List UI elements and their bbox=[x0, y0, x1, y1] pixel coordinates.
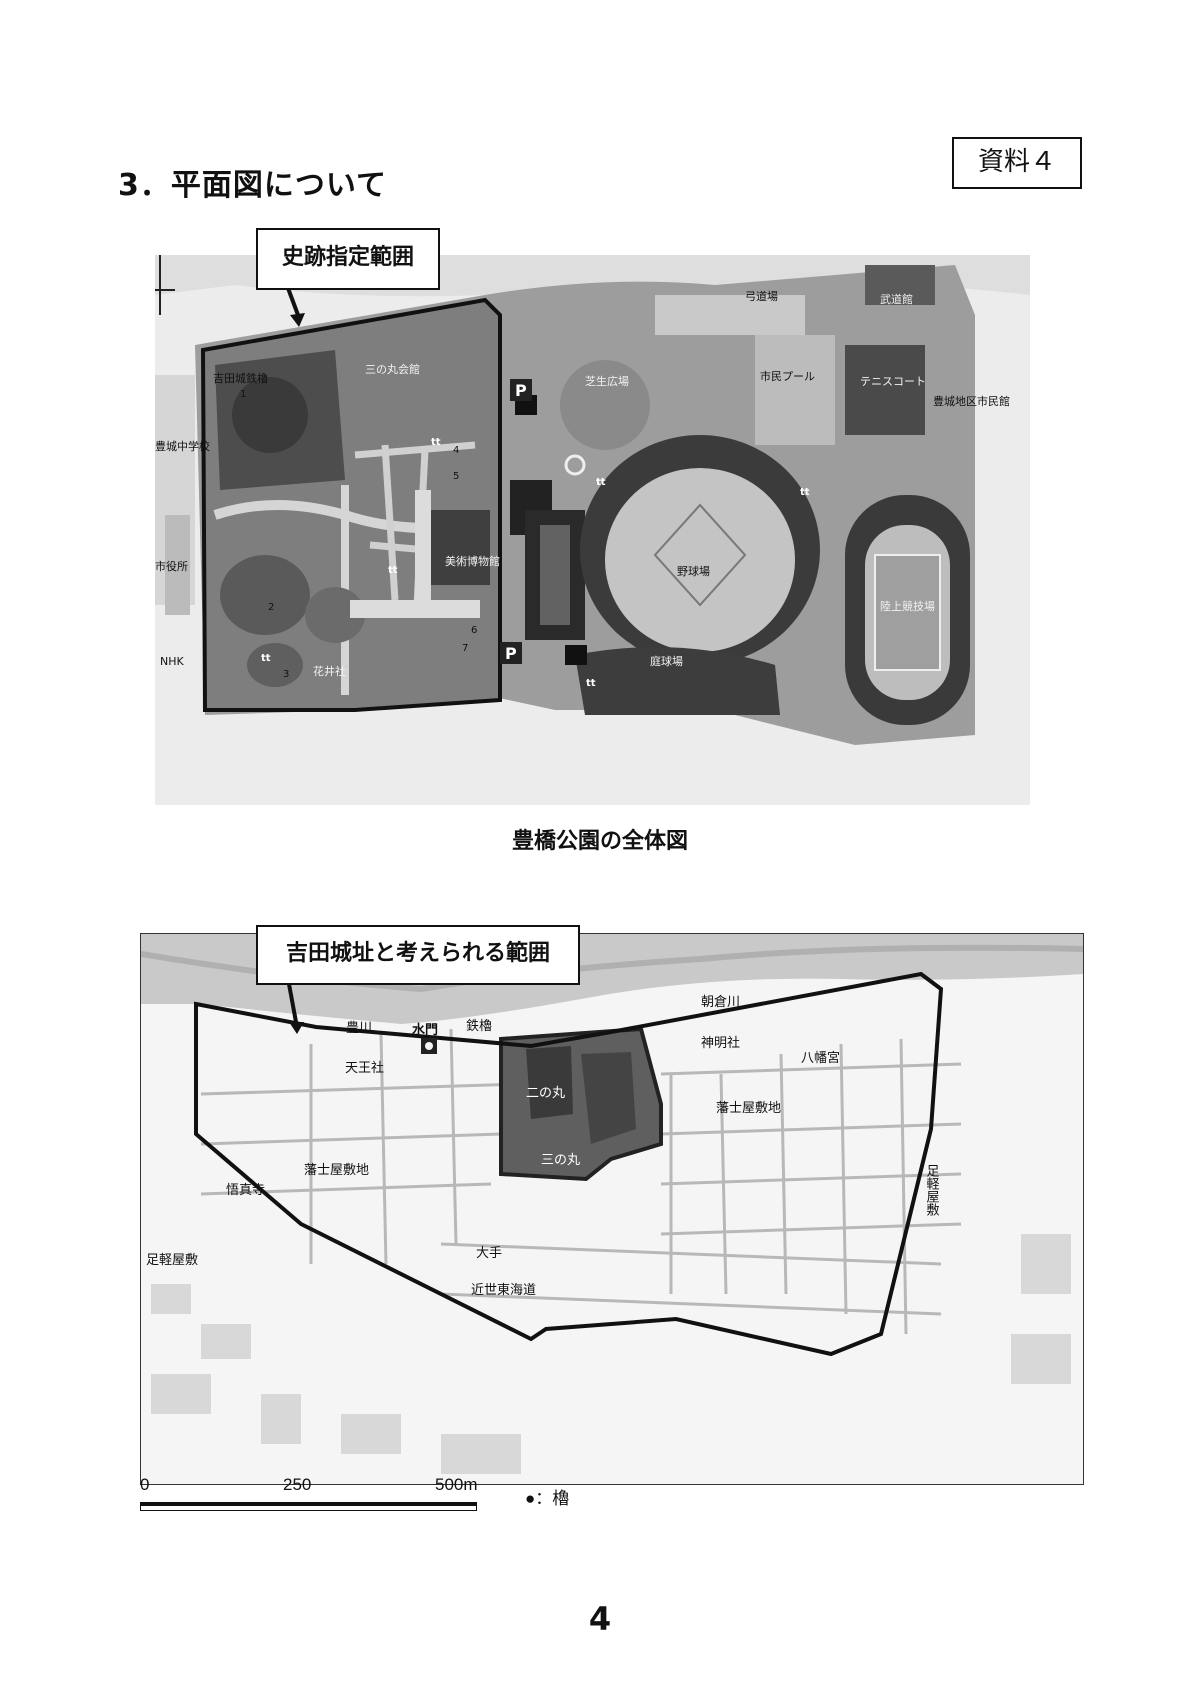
label-hanshi-west: 藩士屋敷地 bbox=[304, 1163, 369, 1178]
label-art-museum: 美術博物館 bbox=[445, 554, 500, 568]
page-number: 4 bbox=[588, 1600, 612, 1638]
castle-extent-callout: 吉田城址と考えられる範囲 bbox=[256, 925, 580, 985]
label-tennis: テニスコート bbox=[860, 375, 926, 388]
marker-7: 7 bbox=[462, 643, 468, 654]
marker-1: 1 bbox=[240, 389, 246, 400]
marker-2: 2 bbox=[268, 602, 274, 613]
label-kurogane: 鉄櫓 bbox=[466, 1019, 492, 1034]
historic-site-callout: 史跡指定範囲 bbox=[256, 228, 440, 290]
label-ashigaru-west: 足軽屋敷 bbox=[146, 1253, 198, 1268]
label-tenno-shrine: 天王社 bbox=[345, 1060, 384, 1076]
label-toyokawa-river: 豊川 bbox=[346, 1021, 372, 1036]
label-toyoshiro-jhs: 豊城中学校 bbox=[155, 439, 210, 453]
label-suimon: 水門 bbox=[412, 1022, 438, 1038]
scale-tick-500: 500m bbox=[435, 1475, 478, 1494]
toilet-icon-5: tt bbox=[800, 487, 810, 498]
park-overview-map: 吉田城鉄櫓 三の丸会館 美術博物館 花井社 野球場 芝生広場 陸上競技場 市民プ… bbox=[155, 255, 1030, 805]
park-map-caption: 豊橋公園の全体図 bbox=[511, 829, 688, 854]
label-tennis2: 庭球場 bbox=[650, 654, 683, 668]
label-city-hall: 市役所 bbox=[155, 559, 188, 573]
document-badge: 資料４ bbox=[952, 137, 1082, 189]
label-hanshi-east: 藩士屋敷地 bbox=[716, 1101, 781, 1116]
label-archery: 弓道場 bbox=[745, 289, 778, 303]
parking-icon-north: P bbox=[515, 381, 527, 400]
toilet-icon-4: tt bbox=[596, 477, 606, 488]
scale-bar bbox=[140, 1502, 477, 1511]
label-asakura-river: 朝倉川 bbox=[701, 995, 740, 1010]
label-baseball: 野球場 bbox=[677, 564, 710, 578]
label-goshinji: 悟真寺 bbox=[226, 1183, 265, 1198]
toilet-icon-1: tt bbox=[431, 437, 441, 448]
marker-3: 3 bbox=[283, 669, 289, 680]
marker-5: 5 bbox=[453, 471, 459, 482]
label-ninomaru: 二の丸 bbox=[526, 1086, 565, 1101]
map-legend: ●：櫓 bbox=[525, 1489, 570, 1508]
label-hachiman-shrine: 八幡宮 bbox=[801, 1050, 840, 1066]
toilet-icon-6: tt bbox=[586, 678, 596, 689]
castle-extent-map: 朝倉川 豊川 水門 鉄櫓 神明社 八幡宮 天王社 二の丸 三の丸 藩士屋敷地 藩… bbox=[140, 933, 1084, 1485]
toilet-icon-3: tt bbox=[261, 653, 271, 664]
label-budo: 武道館 bbox=[880, 292, 913, 306]
parking-icon-south: P bbox=[505, 644, 517, 663]
label-lawn-plaza: 芝生広場 bbox=[585, 374, 629, 388]
label-sannomaru-hall: 三の丸会館 bbox=[365, 362, 420, 376]
toilet-icon-2: tt bbox=[388, 565, 398, 576]
label-toyoshiro-hall: 豊城地区市民館 bbox=[933, 394, 1010, 408]
label-track-field: 陸上競技場 bbox=[880, 599, 935, 613]
marker-6: 6 bbox=[471, 625, 477, 636]
label-ashigaru-east: 足軽屋敷 bbox=[924, 1164, 940, 1216]
scale-tick-0: 0 bbox=[140, 1475, 150, 1494]
label-nhk: NHK bbox=[160, 655, 185, 668]
label-hana-shrine: 花井社 bbox=[313, 664, 346, 678]
section-heading: 3．平面図について bbox=[118, 168, 387, 203]
label-sannomaru: 三の丸 bbox=[541, 1153, 580, 1168]
scale-tick-250: 250 bbox=[283, 1475, 312, 1494]
label-tokaido: 近世東海道 bbox=[471, 1282, 536, 1298]
marker-4: 4 bbox=[453, 445, 459, 456]
label-shinmei-shrine: 神明社 bbox=[701, 1035, 740, 1051]
label-ote: 大手 bbox=[476, 1246, 502, 1261]
label-pool: 市民プール bbox=[760, 369, 815, 383]
label-yoshida-castle: 吉田城鉄櫓 bbox=[213, 371, 268, 385]
